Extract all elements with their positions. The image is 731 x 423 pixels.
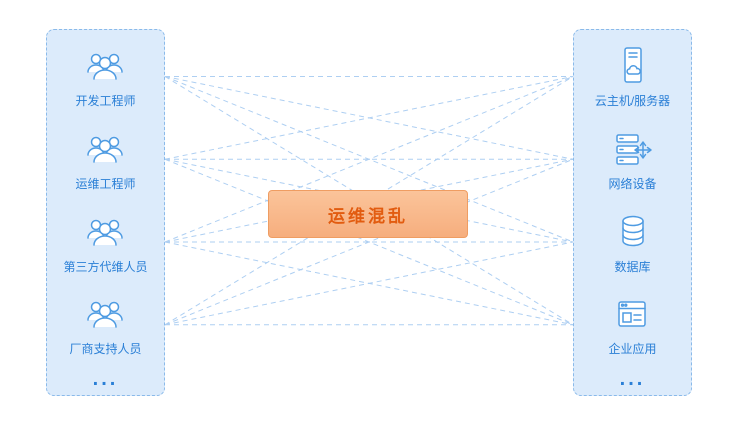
right-more-ellipsis: ...	[619, 368, 646, 390]
node-label: 云主机/服务器	[594, 94, 671, 108]
center-box: 运维混乱	[268, 190, 468, 238]
node-thirdparty-maintainer: 第三方代维人员	[63, 210, 148, 275]
node-vendor-support: 厂商支持人员	[69, 292, 142, 357]
team-icon	[83, 292, 127, 336]
network-device-icon	[610, 127, 654, 171]
node-database: 数据库	[611, 210, 655, 275]
cloud-server-icon	[611, 44, 655, 88]
node-label: 企业应用	[608, 342, 657, 357]
left-more-ellipsis: ...	[92, 368, 119, 390]
database-icon	[611, 210, 655, 254]
team-icon	[83, 127, 127, 171]
node-ops-engineer: 运维工程师	[75, 127, 136, 192]
center-box-label: 运维混乱	[328, 206, 408, 226]
node-label: 数据库	[614, 259, 651, 274]
left-panel: 开发工程师 运维工程师 第三方代维人员	[46, 29, 165, 396]
team-icon	[83, 44, 127, 88]
node-cloud-server: 云主机/服务器	[595, 44, 670, 109]
node-enterprise-app: 企业应用	[608, 292, 657, 357]
right-panel: 云主机/服务器 网络设备	[573, 29, 692, 396]
node-label: 厂商支持人员	[69, 342, 142, 357]
node-label: 运维工程师	[75, 176, 136, 191]
node-network-device: 网络设备	[608, 127, 657, 192]
node-dev-engineer: 开发工程师	[75, 44, 136, 109]
enterprise-app-icon	[610, 292, 654, 336]
node-label: 第三方代维人员	[63, 259, 148, 274]
node-label: 开发工程师	[75, 94, 136, 108]
team-icon	[83, 210, 127, 254]
node-label: 网络设备	[608, 176, 657, 191]
